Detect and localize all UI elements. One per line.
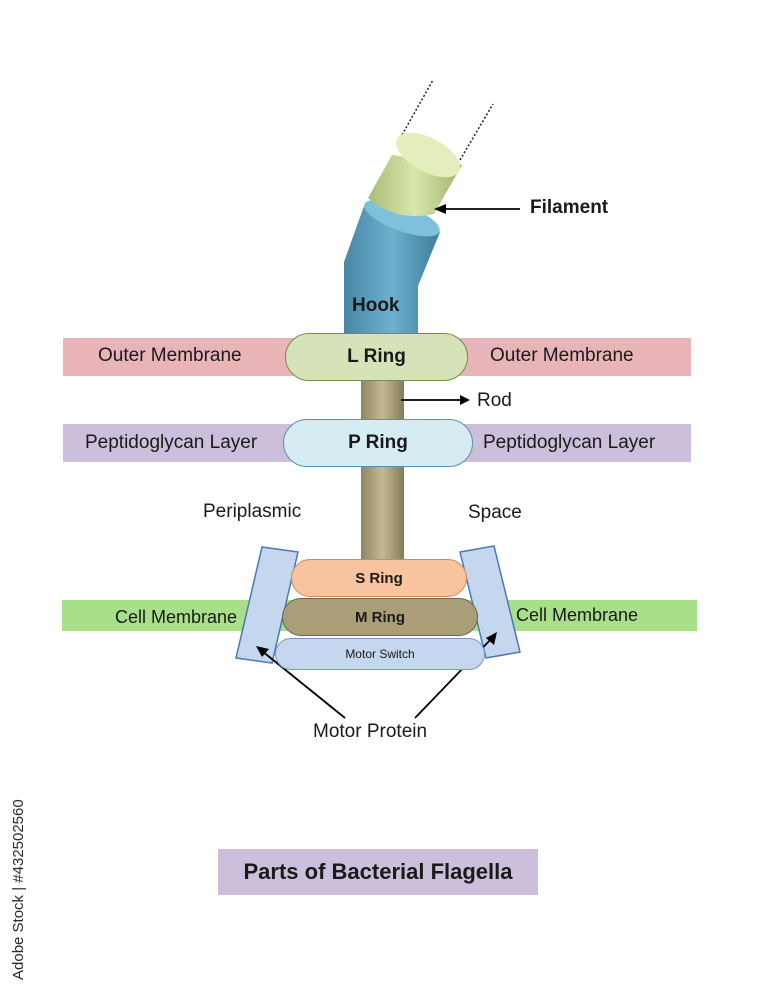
space-label: Space: [468, 502, 522, 523]
motor-protein-left: [235, 546, 299, 664]
filament-label: Filament: [530, 197, 609, 218]
hook-top: [364, 199, 440, 237]
motor-protein-arrow-left: [261, 650, 346, 719]
motor-switch: Motor Switch: [275, 638, 485, 670]
motor-protein-label: Motor Protein: [313, 721, 428, 742]
peptidoglycan-right-label: Peptidoglycan Layer: [483, 432, 656, 453]
filament-top: [396, 132, 460, 178]
periplasmic-label: Periplasmic: [203, 501, 302, 522]
outer-membrane-right-label: Outer Membrane: [490, 345, 634, 366]
l-ring: L Ring: [285, 333, 468, 381]
rod-label: Rod: [477, 390, 512, 411]
stock-watermark: Adobe Stock | #432502560: [4, 760, 34, 980]
cell-membrane-right-label: Cell Membrane: [516, 605, 639, 625]
hook-label: Hook: [352, 295, 400, 316]
diagram-title: Parts of Bacterial Flagella: [218, 849, 538, 895]
watermark-text: Adobe Stock | #432502560: [10, 799, 27, 980]
hook: [344, 206, 440, 335]
rod: [361, 374, 404, 560]
motor-protein-right: [459, 545, 521, 659]
outer-membrane-left-label: Outer Membrane: [98, 345, 242, 366]
filament-continuation-line: [459, 103, 494, 161]
filament-continuation-line: [397, 79, 434, 143]
cell-membrane-left-label: Cell Membrane: [115, 607, 238, 627]
p-ring: P Ring: [283, 419, 473, 467]
m-ring: M Ring: [282, 598, 478, 636]
peptidoglycan-left-label: Peptidoglycan Layer: [85, 432, 258, 453]
s-ring: S Ring: [291, 559, 467, 597]
